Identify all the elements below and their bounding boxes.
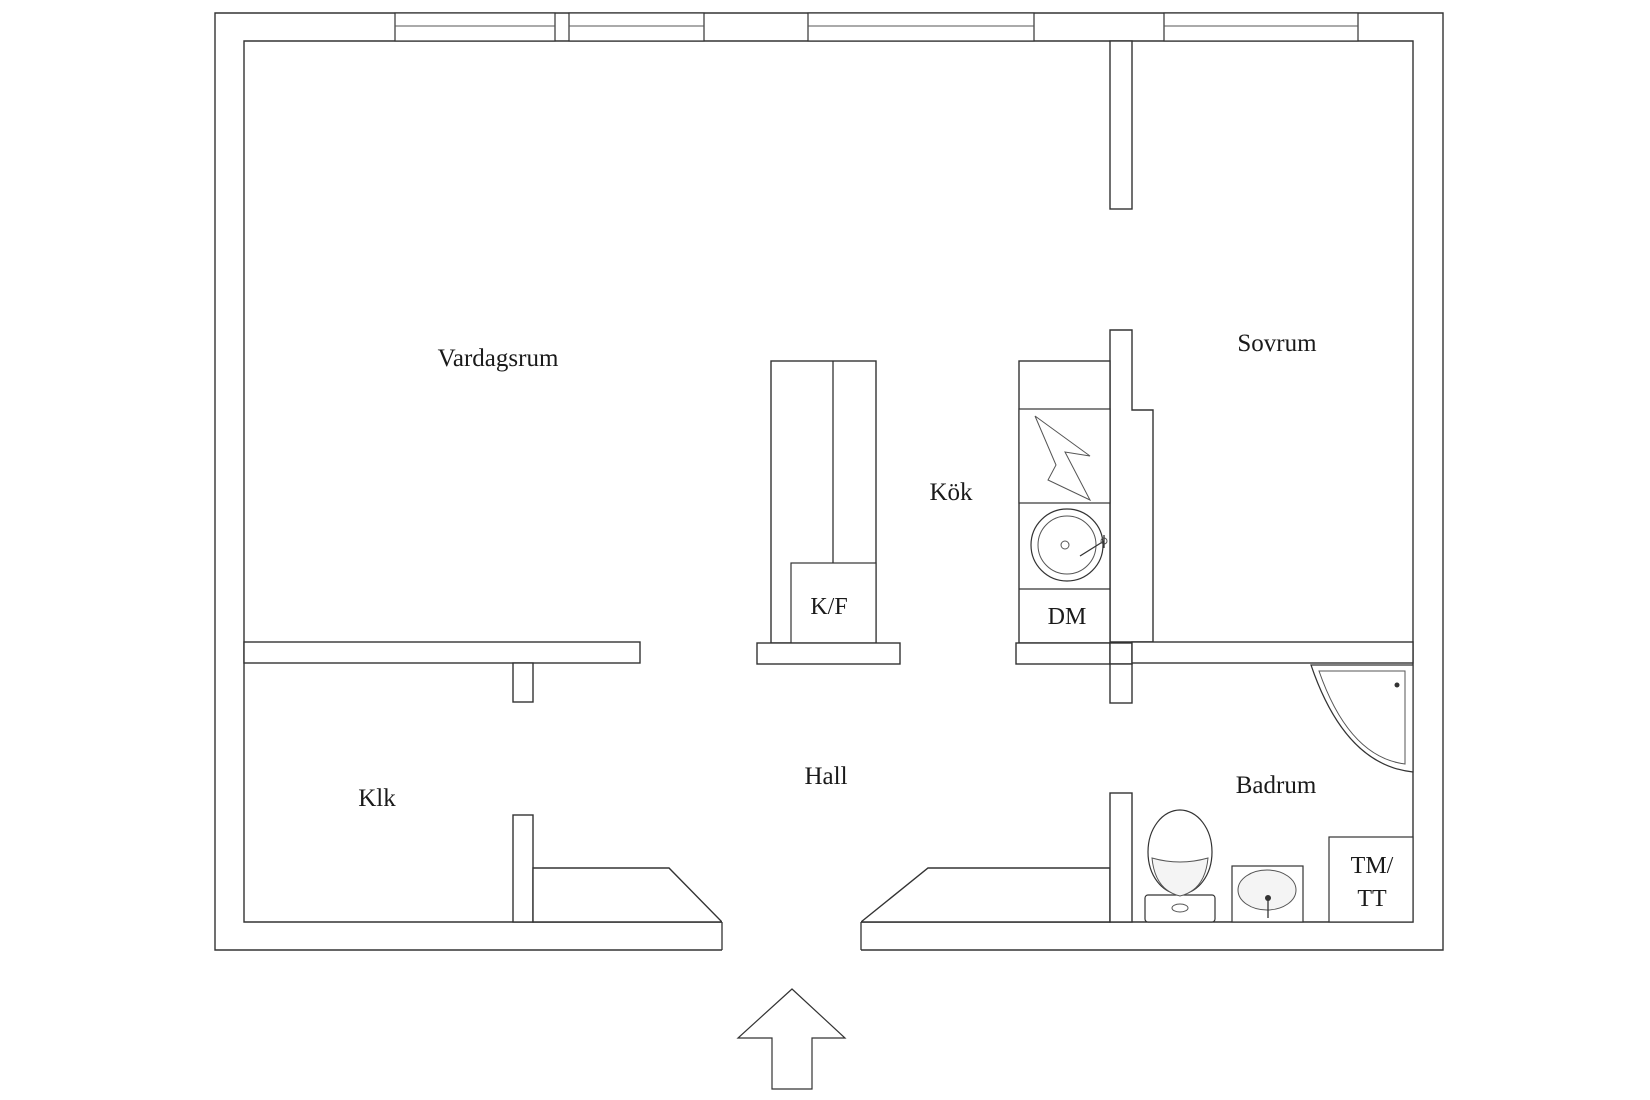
wall-bedroom-top-stub <box>1109 40 1133 210</box>
sink-icon <box>1030 508 1104 582</box>
wall-klk-east <box>512 814 534 923</box>
label-dishwasher: DM <box>1048 604 1087 630</box>
label-klk: Klk <box>358 785 396 812</box>
label-vardagsrum: Vardagsrum <box>438 345 559 372</box>
label-badrum: Badrum <box>1236 772 1317 799</box>
wall-bathroom-west <box>1109 792 1133 923</box>
kitchen-column-base <box>756 642 901 665</box>
shower-icon <box>1310 664 1414 773</box>
wall-bathroom-top-left <box>1109 642 1133 665</box>
label-washer-dryer-1: TM/ <box>1351 853 1394 879</box>
window-2 <box>568 12 705 42</box>
entrance-arrow-icon <box>736 988 847 1090</box>
stove-icon <box>1034 415 1092 502</box>
wall-klk-door-stub <box>512 662 534 703</box>
washbasin-icon <box>1231 865 1304 923</box>
wall-hall-bottom-right <box>859 867 1111 923</box>
window-4 <box>1163 12 1359 42</box>
washer-dryer <box>1328 836 1414 923</box>
wall-hall-bottom-left <box>532 867 724 923</box>
wall-bathroom-top <box>1131 641 1414 664</box>
kitchen-counter-base <box>1015 642 1111 665</box>
wall-bedroom-west <box>1109 329 1154 643</box>
window-1 <box>394 12 556 42</box>
wall-klk-top <box>243 641 641 664</box>
label-hall: Hall <box>804 763 847 790</box>
label-sovrum: Sovrum <box>1237 330 1317 357</box>
toilet-icon <box>1144 809 1216 923</box>
entry-opening <box>722 921 861 951</box>
window-3 <box>807 12 1035 42</box>
label-fridge-freezer: K/F <box>810 594 847 620</box>
windows <box>394 12 1359 42</box>
wall-bathroom-stub <box>1109 663 1133 704</box>
label-kok: Kök <box>929 479 973 506</box>
stove <box>1018 408 1111 504</box>
label-washer-dryer-2: TT <box>1357 886 1387 912</box>
